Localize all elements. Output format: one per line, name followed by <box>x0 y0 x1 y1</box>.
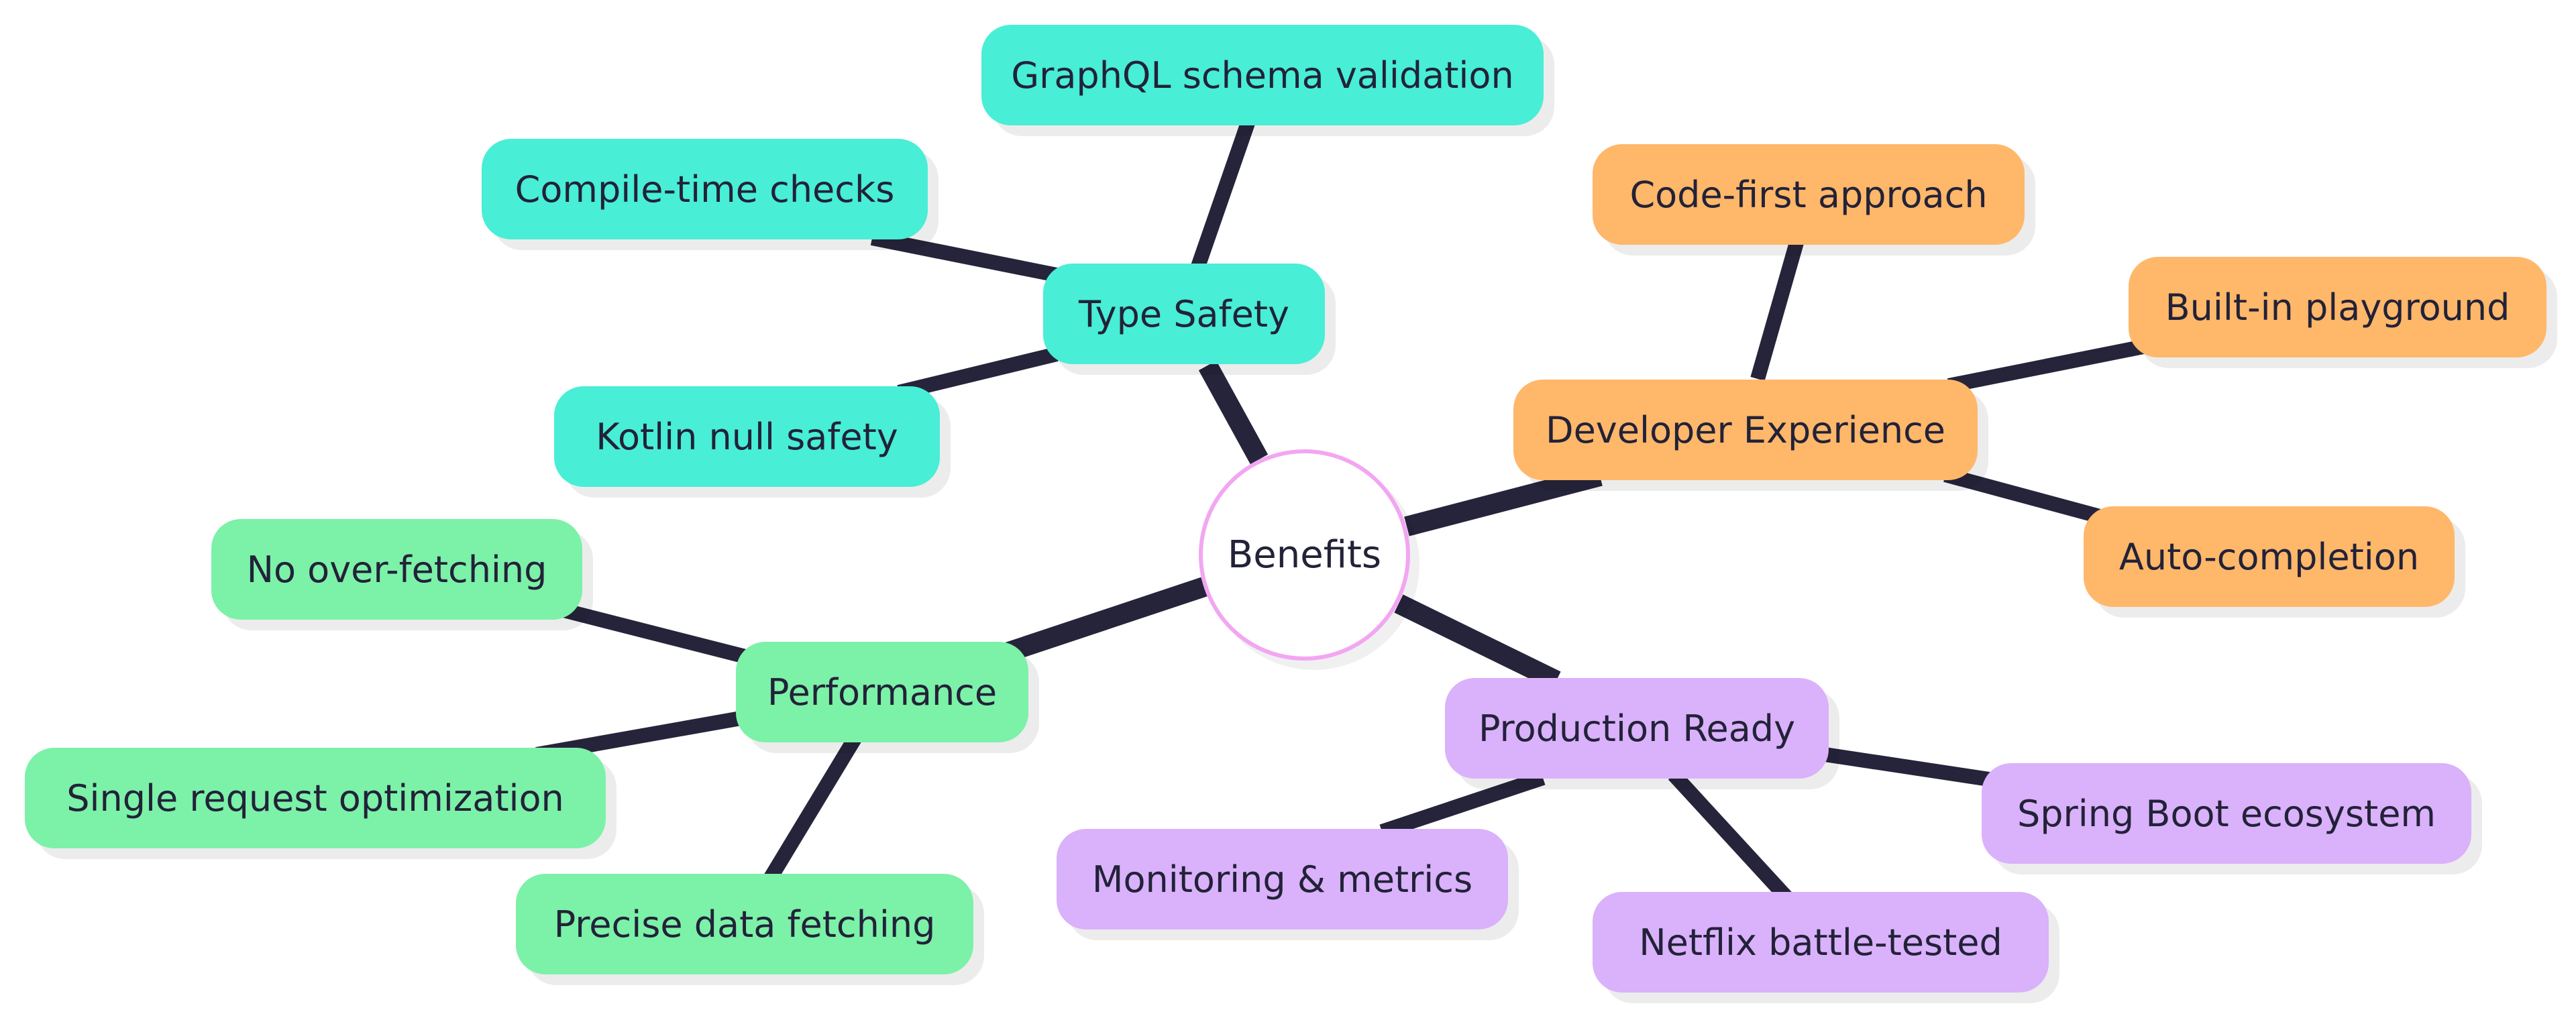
leaf-label: Spring Boot ecosystem <box>2017 792 2436 835</box>
edge-center-developer-experience <box>1404 466 1603 536</box>
edge-type-safety-kotlin <box>897 347 1059 400</box>
leaf-label: Netflix battle-tested <box>1639 921 2002 964</box>
edge-center-performance <box>1000 577 1208 664</box>
leaf-node-single-request-optimization: Single request optimization <box>25 748 606 848</box>
edge-center-type-safety <box>1198 360 1269 465</box>
edge-devex-codefirst <box>1750 235 1805 382</box>
leaf-node-graphql-schema-validation: GraphQL schema validation <box>981 25 1544 125</box>
leaf-node-spring-boot-ecosystem: Spring Boot ecosystem <box>1982 763 2471 864</box>
leaf-label: Monitoring & metrics <box>1091 858 1473 901</box>
branch-label: Developer Experience <box>1545 408 1946 451</box>
leaf-label: Kotlin null safety <box>596 415 898 458</box>
branch-node-type-safety: Type Safety <box>1043 264 1325 364</box>
leaf-label: Built-in playground <box>2165 286 2510 329</box>
branch-node-production-ready: Production Ready <box>1445 678 1829 779</box>
leaf-label: Auto-completion <box>2118 535 2420 578</box>
leaf-node-code-first-approach: Code-first approach <box>1593 144 2025 245</box>
edge-center-production-ready <box>1394 594 1561 690</box>
center-node-label: Benefits <box>1227 533 1382 577</box>
leaf-node-compile-time-checks: Compile-time checks <box>482 139 928 239</box>
leaf-label: Single request optimization <box>66 777 564 819</box>
edge-perf-precise <box>763 734 862 883</box>
branch-label: Production Ready <box>1478 707 1796 750</box>
leaf-node-netflix-battle-tested: Netflix battle-tested <box>1593 892 2049 993</box>
edge-type-safety-compile <box>870 231 1059 282</box>
leaf-node-built-in-playground: Built-in playground <box>2129 257 2546 357</box>
leaf-label: No over-fetching <box>246 548 547 591</box>
branch-label: Type Safety <box>1079 292 1289 335</box>
leaf-label: Code-first approach <box>1629 173 1988 216</box>
edge-prod-spring <box>1823 747 1990 787</box>
leaf-node-kotlin-null-safety: Kotlin null safety <box>554 386 940 487</box>
center-node: Benefits <box>1199 449 1410 661</box>
branch-label: Performance <box>767 671 998 714</box>
branch-node-developer-experience: Developer Experience <box>1513 380 1978 480</box>
leaf-label: Compile-time checks <box>515 168 895 211</box>
branch-node-performance: Performance <box>736 642 1028 742</box>
leaf-node-auto-completion: Auto-completion <box>2084 506 2455 607</box>
edge-prod-netflix <box>1668 769 1794 904</box>
edge-devex-autocompletion <box>1943 467 2102 524</box>
leaf-label: Precise data fetching <box>553 903 936 946</box>
leaf-node-precise-data-fetching: Precise data fetching <box>516 874 973 974</box>
edge-type-safety-graphql <box>1190 115 1257 271</box>
leaf-node-monitoring-metrics: Monitoring & metrics <box>1057 829 1508 929</box>
edge-perf-overfetch <box>561 603 750 665</box>
edge-prod-monitoring <box>1379 771 1546 839</box>
leaf-label: GraphQL schema validation <box>1011 54 1514 97</box>
edge-devex-playground <box>1947 338 2152 393</box>
leaf-node-no-over-fetching: No over-fetching <box>211 519 582 620</box>
